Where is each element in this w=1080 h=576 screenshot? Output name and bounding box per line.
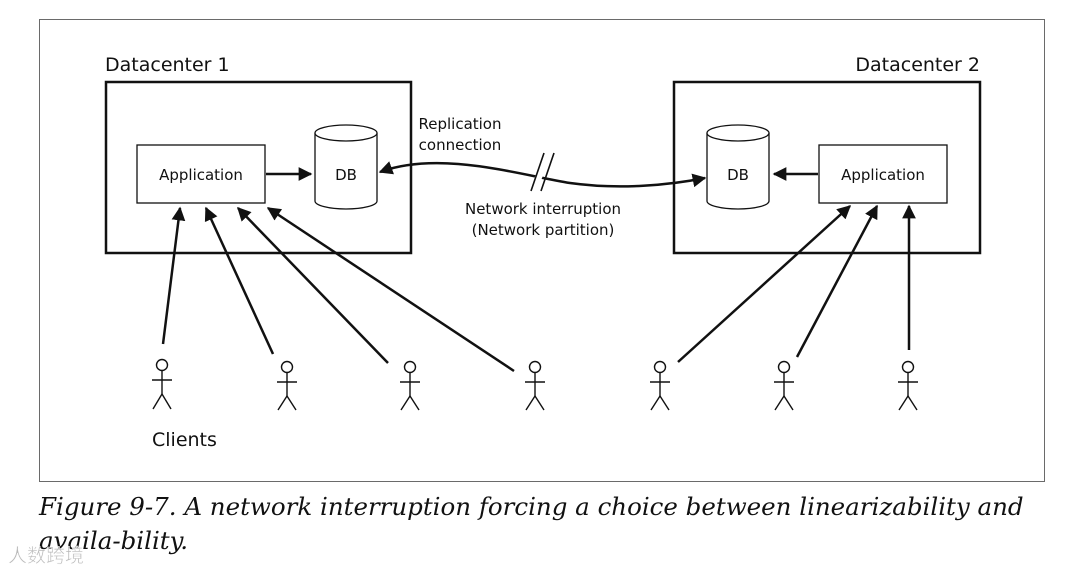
client-1-arrow	[161, 206, 186, 345]
client-6-arrow	[795, 204, 879, 358]
watermark-logo: 人数跨境	[8, 545, 85, 568]
figure-caption: Figure 9-7. A network interruption forci…	[39, 492, 1024, 555]
break-mark-icon	[529, 151, 555, 192]
figure-frame	[39, 19, 1045, 482]
datacenter-2-title: Datacenter 2	[855, 54, 980, 76]
client-arrows	[161, 204, 916, 373]
clients-label: Clients	[152, 429, 217, 451]
db-1-cylinder-icon	[314, 124, 378, 210]
client-4-arrow	[266, 206, 515, 373]
replication-label-line1: Replication	[418, 115, 501, 133]
replication-connection-line	[378, 161, 707, 188]
interruption-label-line1: Network interruption	[465, 200, 621, 218]
client-2-person-icon	[277, 360, 297, 411]
client-4-person-icon	[525, 360, 545, 411]
datacenter-1: Datacenter 1 Application DB	[104, 54, 413, 255]
application-2-box	[818, 144, 948, 204]
client-2-arrow	[204, 206, 275, 355]
datacenter-1-title: Datacenter 1	[105, 54, 230, 76]
application-1-label: Application	[159, 166, 243, 184]
application-2-label: Application	[841, 166, 925, 184]
db-2-cylinder-icon	[706, 124, 770, 210]
client-6-person-icon	[774, 360, 794, 411]
application-1-box	[136, 144, 266, 204]
interruption-label-line2: (Network partition)	[472, 221, 615, 239]
db-1-label: DB	[335, 166, 357, 184]
client-5-person-icon	[650, 360, 670, 411]
datacenter-2: Datacenter 2 Application DB	[672, 54, 982, 255]
client-3-arrow	[237, 207, 389, 364]
client-5-arrow	[677, 205, 852, 363]
client-1-person-icon	[152, 358, 172, 410]
replication-label-line2: connection	[419, 136, 502, 154]
db-2-label: DB	[727, 166, 749, 184]
client-7-person-icon	[898, 360, 918, 411]
client-3-person-icon	[400, 360, 420, 411]
